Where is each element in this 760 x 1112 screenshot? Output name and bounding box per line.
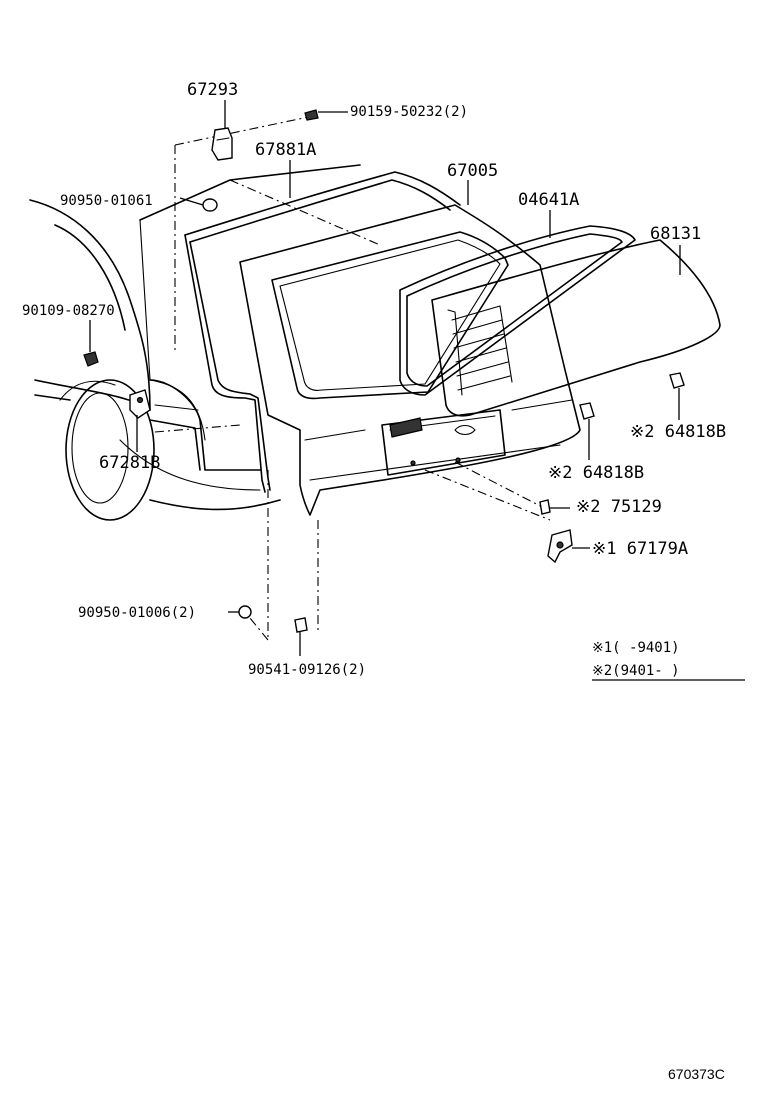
legend-line-2: ※2(9401- ) bbox=[592, 663, 680, 679]
diagram-code: 670373C bbox=[668, 1066, 725, 1082]
part-90109-08270 bbox=[83, 351, 99, 367]
legend-line-1: ※1( -9401) bbox=[592, 640, 680, 656]
callout-75129: ※2 75129 bbox=[576, 497, 662, 517]
vehicle-body bbox=[29, 164, 361, 521]
weatherstrip-67881A bbox=[184, 171, 461, 493]
callout-90950-01006: 90950-01006(2) bbox=[78, 605, 196, 621]
part-64818B-lower bbox=[579, 402, 595, 420]
callout-67881A: 67881A bbox=[255, 140, 316, 160]
callout-67293: 67293 bbox=[187, 80, 238, 100]
callout-64818B-lower: ※2 64818B bbox=[548, 463, 644, 483]
callout-90950-01061: 90950-01061 bbox=[60, 193, 153, 209]
part-90541-09126 bbox=[294, 617, 308, 633]
reference-lines bbox=[154, 114, 551, 641]
part-90159-50232 bbox=[304, 109, 319, 121]
part-75129 bbox=[539, 499, 551, 515]
weatherstrip-04641A bbox=[399, 225, 636, 396]
back-door-panel-67005 bbox=[239, 204, 581, 516]
callout-90541-09126: 90541-09126(2) bbox=[248, 662, 366, 678]
small-parts bbox=[83, 109, 685, 633]
callout-67281B: 67281B bbox=[99, 453, 160, 473]
part-67293 bbox=[211, 127, 233, 161]
leader-lines bbox=[89, 100, 745, 681]
callout-04641A: 04641A bbox=[518, 190, 579, 210]
part-67281B bbox=[129, 389, 151, 419]
part-90950-01061 bbox=[202, 198, 218, 212]
callout-67005: 67005 bbox=[447, 161, 498, 181]
callout-90109-08270: 90109-08270 bbox=[22, 303, 115, 319]
callout-67179A: ※1 67179A bbox=[592, 539, 688, 559]
part-64818B-upper bbox=[669, 372, 685, 389]
callout-90159-50232: 90159-50232(2) bbox=[350, 104, 468, 120]
back-door-glass-68131 bbox=[431, 239, 721, 417]
callout-68131: 68131 bbox=[650, 224, 701, 244]
callout-64818B-upper: ※2 64818B bbox=[630, 422, 726, 442]
part-90950-01006 bbox=[238, 605, 252, 619]
